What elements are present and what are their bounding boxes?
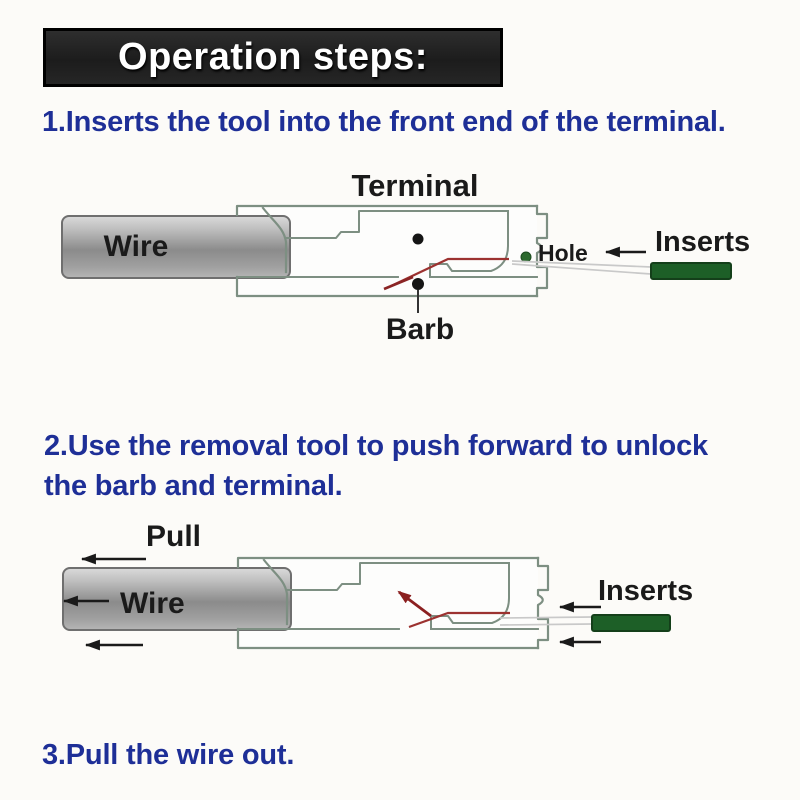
removal-tool-2 — [591, 614, 671, 632]
wire-label-2: Wire — [120, 587, 185, 620]
step-2-line-2: the barb and terminal. — [44, 470, 343, 502]
removal-tool-1 — [650, 262, 732, 280]
diagram-1: Terminal Wire Hole Inserts Barb — [60, 168, 750, 346]
step-2-line-1: 2.Use the removal tool to push forward t… — [44, 430, 708, 462]
barb-label: Barb — [386, 313, 454, 346]
page-title: Operation steps: — [118, 36, 428, 78]
diagram-2: Pull Wire Inserts — [61, 520, 693, 651]
terminal-center-dot — [412, 233, 424, 245]
wire-label-1: Wire — [104, 230, 169, 263]
tool-needle-2 — [499, 616, 593, 626]
hole-label: Hole — [538, 240, 588, 266]
step-1-text: 1.Inserts the tool into the front end of… — [42, 106, 726, 138]
terminal-label: Terminal — [352, 168, 479, 203]
step-3-text: 3.Pull the wire out. — [42, 739, 295, 771]
barb-tip — [383, 275, 414, 291]
header-bar: Operation steps: — [43, 28, 503, 87]
barb-marker-dot — [412, 278, 424, 290]
tool-needle-1 — [511, 260, 652, 275]
inserts-label-2: Inserts — [598, 575, 693, 607]
unlock-arrow-icon — [397, 590, 432, 618]
step-2-text: 2.Use the removal tool to push forward t… — [44, 426, 784, 506]
barb-spring-unlocked — [408, 611, 510, 629]
inserts-label-1: Inserts — [655, 226, 750, 258]
hole-dot — [520, 251, 532, 263]
pull-label: Pull — [146, 520, 201, 553]
